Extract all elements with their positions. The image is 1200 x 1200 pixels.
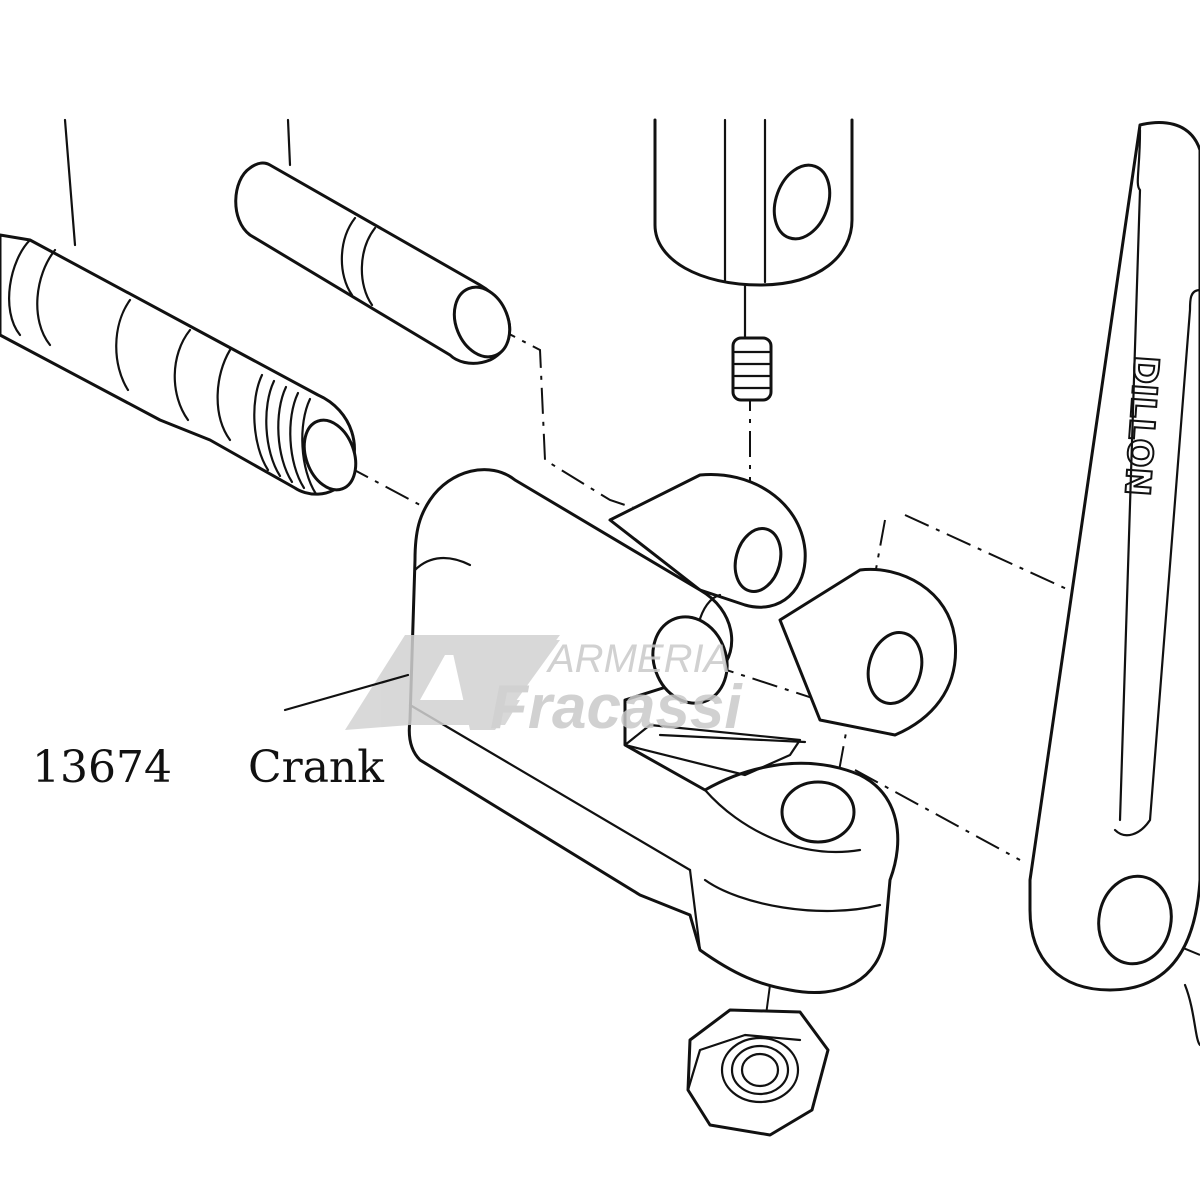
stud-threads [253,373,318,496]
pivot-pin [234,118,512,365]
watermark-line2: Fracassi [490,673,743,742]
hex-nut [686,1008,830,1137]
clevis-rod-end [653,118,854,342]
watermark-line1: ARMERIA [546,637,730,681]
set-screw [731,336,773,402]
threaded-stud [0,118,358,496]
crank-leader-line [283,673,410,712]
watermark-logo: ARMERIA Fracassi [345,635,743,742]
connecting-link: DILLON [1028,121,1200,1047]
part-number-label: 13674 [32,742,172,793]
crank-part [407,468,958,995]
part-name-label: Crank [248,742,384,793]
